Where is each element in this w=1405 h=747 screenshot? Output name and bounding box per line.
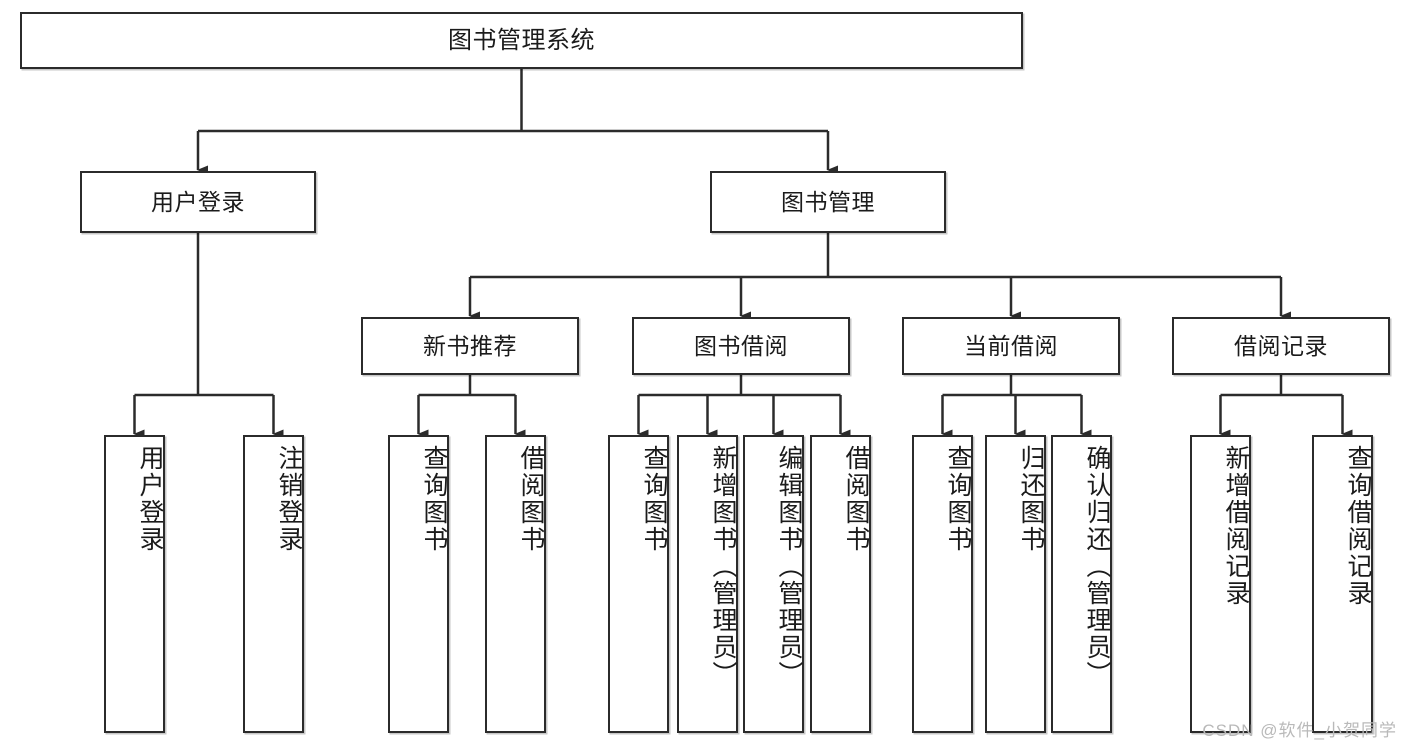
node-label: 查询借阅记录 — [1344, 445, 1372, 607]
node-leaf-query-book-2[interactable]: 查询图书 — [608, 435, 669, 733]
node-leaf-query-record[interactable]: 查询借阅记录 — [1312, 435, 1373, 733]
node-leaf-borrow-book-1[interactable]: 借阅图书 — [485, 435, 546, 733]
node-book-borrow[interactable]: 图书借阅 — [632, 317, 850, 375]
node-leaf-confirm-return[interactable]: 确认归还（管理员） — [1051, 435, 1112, 733]
node-label: 图书管理系统 — [448, 26, 595, 54]
node-label: 确认归还（管理员） — [1083, 445, 1111, 688]
node-label: 图书借阅 — [694, 332, 788, 359]
node-leaf-logout[interactable]: 注销登录 — [243, 435, 304, 733]
node-borrow-record[interactable]: 借阅记录 — [1172, 317, 1390, 375]
node-label: 用户登录 — [151, 188, 245, 215]
node-label: 当前借阅 — [964, 332, 1058, 359]
node-label: 新增借阅记录 — [1222, 445, 1250, 607]
node-root[interactable]: 图书管理系统 — [20, 12, 1023, 69]
node-label: 查询图书 — [640, 445, 668, 553]
node-new-book-recommend[interactable]: 新书推荐 — [361, 317, 579, 375]
node-book-manage[interactable]: 图书管理 — [710, 171, 946, 233]
node-leaf-add-record[interactable]: 新增借阅记录 — [1190, 435, 1251, 733]
node-label: 新书推荐 — [423, 332, 517, 359]
node-label: 查询图书 — [944, 445, 972, 553]
node-label: 借阅记录 — [1234, 332, 1328, 359]
node-user-login[interactable]: 用户登录 — [80, 171, 316, 233]
node-leaf-query-book-3[interactable]: 查询图书 — [912, 435, 973, 733]
node-label: 图书管理 — [781, 188, 875, 215]
node-label: 新增图书（管理员） — [709, 445, 737, 688]
node-current-borrow[interactable]: 当前借阅 — [902, 317, 1120, 375]
node-leaf-borrow-book-2[interactable]: 借阅图书 — [810, 435, 871, 733]
node-label: 借阅图书 — [842, 445, 870, 553]
node-leaf-return-book[interactable]: 归还图书 — [985, 435, 1046, 733]
node-label: 用户登录 — [136, 445, 164, 553]
node-label: 编辑图书（管理员） — [775, 445, 803, 688]
node-label: 归还图书 — [1017, 445, 1045, 553]
node-leaf-query-book-1[interactable]: 查询图书 — [388, 435, 449, 733]
node-leaf-user-login[interactable]: 用户登录 — [104, 435, 165, 733]
node-leaf-add-book[interactable]: 新增图书（管理员） — [677, 435, 738, 733]
node-leaf-edit-book[interactable]: 编辑图书（管理员） — [743, 435, 804, 733]
node-label: 借阅图书 — [517, 445, 545, 553]
node-label: 注销登录 — [275, 445, 303, 553]
node-label: 查询图书 — [420, 445, 448, 553]
